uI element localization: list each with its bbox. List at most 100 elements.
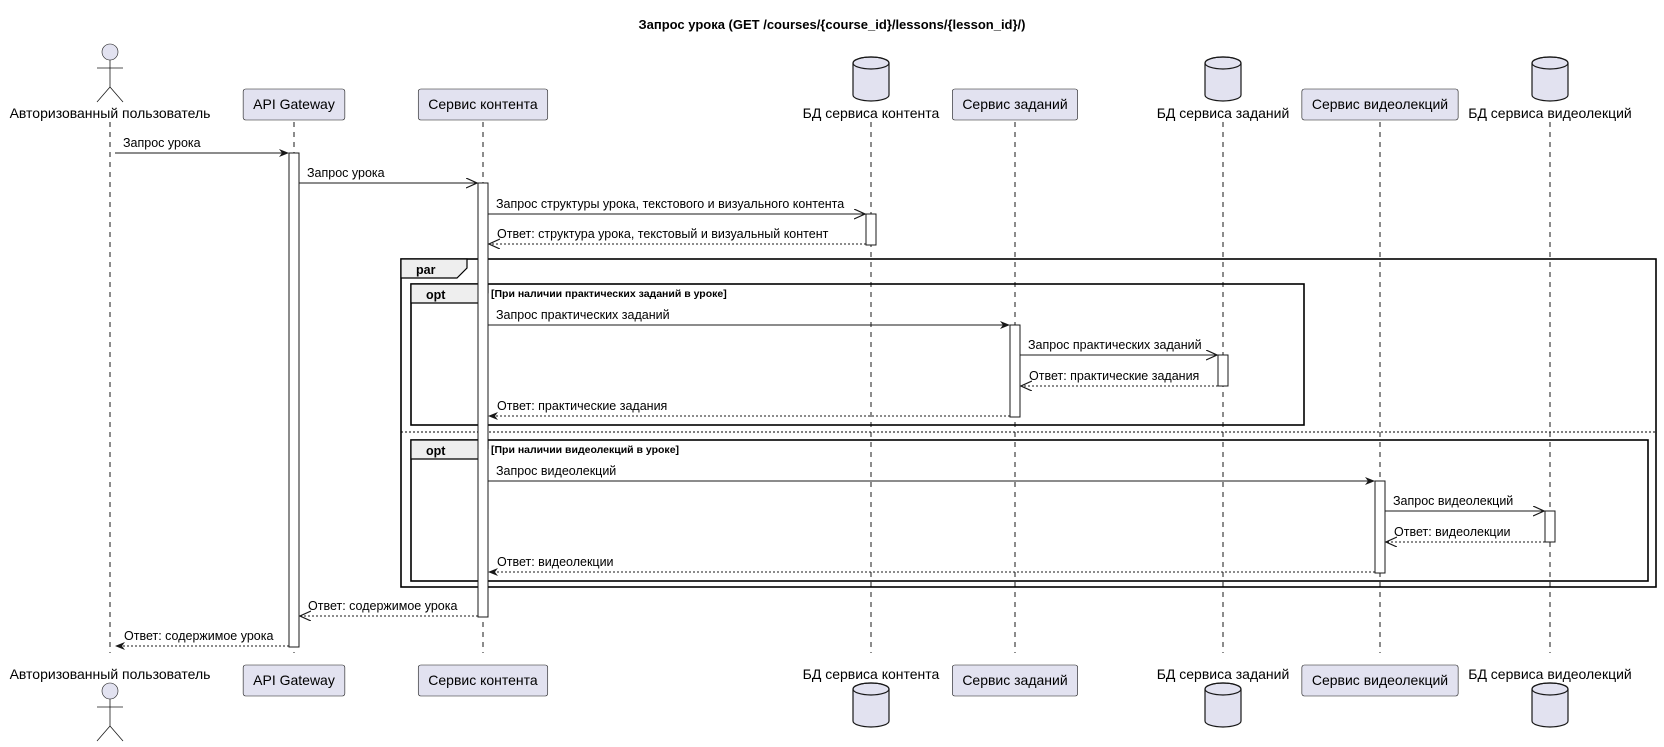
message-label: Ответ: видеолекции xyxy=(497,555,614,569)
diagram-title: Запрос урока (GET /courses/{course_id}/l… xyxy=(638,17,1025,32)
activation-gateway xyxy=(288,152,300,648)
participants-top: Авторизованный пользователь API Gateway Се… xyxy=(10,43,1632,121)
message-label: Ответ: практические задания xyxy=(497,399,667,413)
message-label: Запрос структуры урока, текстового и виз… xyxy=(496,197,844,211)
participant-content-top: Сервис контента xyxy=(417,88,549,121)
participant-label: БД сервиса контента xyxy=(803,666,940,682)
message-10: Запрос видеолекций xyxy=(1385,494,1544,511)
fragment-label: opt xyxy=(426,288,446,302)
participants-bottom: Авторизованный пользователь API Gateway Се… xyxy=(10,664,1632,742)
database-rim xyxy=(1531,688,1569,696)
database-top xyxy=(852,56,890,64)
message-9: Запрос видеолекций xyxy=(488,464,1375,485)
database-icon xyxy=(852,682,890,728)
participant-box xyxy=(242,88,346,121)
participant-box xyxy=(417,664,549,697)
activation-video xyxy=(1374,480,1386,574)
message-1: Запрос урока xyxy=(115,136,289,157)
participant-label: Авторизованный пользователь xyxy=(10,666,211,682)
database-rim xyxy=(852,62,890,70)
activation-content xyxy=(477,182,489,618)
participant-label: Сервис видеолекций xyxy=(1312,96,1448,112)
fragment-frame xyxy=(410,283,1305,426)
message-5: Запрос практических заданий xyxy=(488,308,1010,329)
participant-gateway-bottom: API Gateway xyxy=(242,664,346,697)
fragment-opt_tasks: opt [При наличии практических заданий в у… xyxy=(410,283,1305,426)
message-8: Ответ: практические задания xyxy=(488,399,1010,420)
participant-label: Авторизованный пользователь xyxy=(10,105,211,121)
participant-box xyxy=(242,664,346,697)
participant-box xyxy=(1301,664,1459,697)
message-label: Запрос урока xyxy=(123,136,201,150)
participant-video_db-top: БД сервиса видеолекций xyxy=(1468,56,1632,121)
message-6: Запрос практических заданий xyxy=(1020,338,1217,355)
fragment-frame xyxy=(410,439,1649,582)
database-rim xyxy=(1204,62,1242,70)
database-top xyxy=(1531,682,1569,690)
participant-video-top: Сервис видеолекций xyxy=(1301,88,1459,121)
message-label: Запрос практических заданий xyxy=(1028,338,1202,352)
participant-tasks-top: Сервис заданий xyxy=(952,88,1078,121)
actor-icon xyxy=(96,43,124,103)
fragment-tab xyxy=(410,283,489,304)
database-body xyxy=(1204,682,1242,728)
database-body xyxy=(1531,56,1569,102)
message-label: Запрос практических заданий xyxy=(496,308,670,322)
fragment-par: par xyxy=(400,258,1657,588)
actor-icon xyxy=(96,682,124,742)
actor-head xyxy=(101,43,119,61)
database-body xyxy=(852,56,890,102)
message-7: Ответ: практические задания xyxy=(1021,369,1218,386)
participant-box xyxy=(952,664,1078,697)
participant-content-bottom: Сервис контента xyxy=(417,664,549,697)
participant-user-top: Авторизованный пользователь xyxy=(10,43,211,121)
participant-label: API Gateway xyxy=(253,96,335,112)
database-body xyxy=(1204,56,1242,102)
actor-right-leg xyxy=(109,725,124,742)
fragment-guard: [При наличии практических заданий в урок… xyxy=(491,288,727,300)
database-icon xyxy=(852,56,890,102)
activation-content_db xyxy=(865,213,877,246)
message-label: Запрос видеолекций xyxy=(496,464,616,478)
participant-label: Сервис контента xyxy=(428,96,538,112)
database-rim xyxy=(1531,62,1569,70)
fragment-tab xyxy=(400,258,468,279)
fragment-label: par xyxy=(416,263,436,277)
database-body xyxy=(1531,682,1569,728)
actor-left-leg xyxy=(96,725,111,742)
participant-tasks_db-top: БД сервиса заданий xyxy=(1157,56,1290,121)
participant-label: БД сервиса заданий xyxy=(1157,105,1290,121)
database-top xyxy=(1204,682,1242,690)
actor-left-leg xyxy=(96,86,111,103)
database-top xyxy=(1204,56,1242,64)
message-11: Ответ: видеолекции xyxy=(1386,525,1545,542)
fragments: par opt [При наличии практических заданий … xyxy=(400,258,1657,588)
participant-content_db-top: БД сервиса контента xyxy=(803,56,940,121)
participant-video_db-bottom: БД сервиса видеолекций xyxy=(1468,666,1632,728)
message-label: Ответ: содержимое урока xyxy=(308,599,457,613)
participant-tasks-bottom: Сервис заданий xyxy=(952,664,1078,697)
participant-box xyxy=(417,88,549,121)
participant-label: БД сервиса заданий xyxy=(1157,666,1290,682)
fragment-label: opt xyxy=(426,444,446,458)
participant-label: БД сервиса видеолекций xyxy=(1468,666,1632,682)
actor-head xyxy=(101,682,119,700)
actor-right-leg xyxy=(109,86,124,103)
database-icon xyxy=(1204,682,1242,728)
message-label: Ответ: структура урока, текстовый и визу… xyxy=(497,227,829,241)
participant-label: Сервис контента xyxy=(428,672,538,688)
participant-label: API Gateway xyxy=(253,672,335,688)
message-4: Ответ: структура урока, текстовый и визу… xyxy=(489,227,866,244)
fragment-opt_video: opt [При наличии видеолекций в уроке] xyxy=(410,439,1649,582)
participant-gateway-top: API Gateway xyxy=(242,88,346,121)
activation-video_db xyxy=(1544,510,1556,543)
fragment-tab xyxy=(410,439,489,460)
database-rim xyxy=(1204,688,1242,696)
fragment-guard: [При наличии видеолекций в уроке] xyxy=(491,444,679,456)
participant-box xyxy=(952,88,1078,121)
database-top xyxy=(852,682,890,690)
message-13: Ответ: содержимое урока xyxy=(300,599,478,616)
message-3: Запрос структуры урока, текстового и виз… xyxy=(488,197,865,214)
